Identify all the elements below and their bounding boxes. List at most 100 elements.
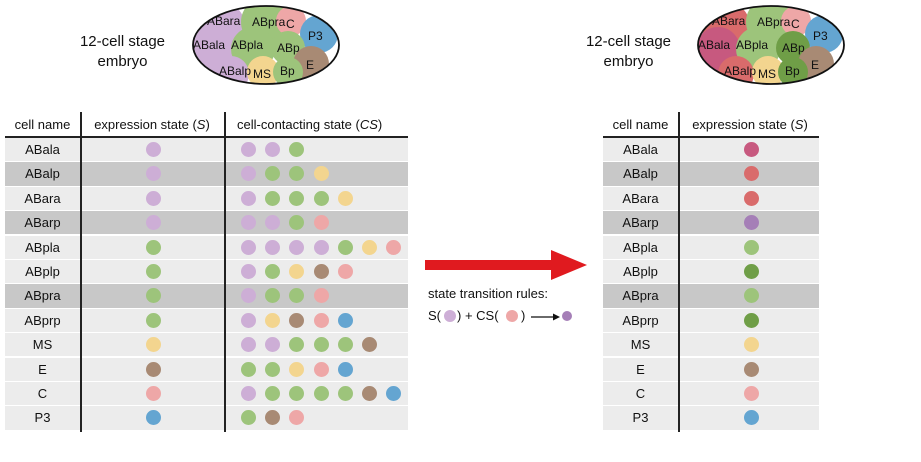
rule-s-close: ) + CS( xyxy=(457,308,499,323)
rule-s-open: S( xyxy=(428,308,441,323)
left-column-divider-2 xyxy=(224,112,226,432)
expression-state-dot xyxy=(743,190,759,206)
embryo-cell-label: Bp xyxy=(785,64,800,78)
expression-state-dot xyxy=(743,264,759,280)
left-embryo-caption: 12-cell stage embryo xyxy=(60,32,185,72)
cell-name: P3 xyxy=(632,410,649,426)
contact-state-dot xyxy=(265,288,281,304)
contact-state-dot xyxy=(337,386,353,402)
contact-state-dot xyxy=(241,312,256,328)
embryo-cell-label: ABp xyxy=(782,41,805,55)
expression-state-dot xyxy=(743,166,759,182)
contact-state-dot xyxy=(362,239,377,255)
left-header-contact: cell-contacting state (CS) xyxy=(237,117,407,132)
expression-state-dot xyxy=(743,410,759,426)
embryo-cell-label: MS xyxy=(758,67,776,81)
contact-state-dot xyxy=(265,190,281,206)
contact-state-dot xyxy=(265,264,281,280)
table-row: ABpra xyxy=(603,284,819,308)
contact-state-dot xyxy=(313,288,329,304)
table-row: E xyxy=(5,357,408,381)
table-row: ABarp xyxy=(603,211,819,235)
table-row: MS xyxy=(603,333,819,357)
contact-state-dot xyxy=(289,264,305,280)
left-header-contact-var: CS xyxy=(359,117,378,132)
table-row: ABplp xyxy=(5,260,408,284)
expression-state-dot xyxy=(145,361,161,377)
contact-state-dot xyxy=(265,410,281,426)
embryo-cell-label: ABpla xyxy=(231,38,263,52)
table-row: ABala xyxy=(603,138,819,162)
table-row: ABara xyxy=(5,186,408,210)
embryo-cell xyxy=(778,57,808,84)
contact-state-dot xyxy=(289,386,305,402)
contact-state-dot xyxy=(265,361,281,377)
contact-state-dot xyxy=(313,337,329,353)
cell-name: ABara xyxy=(622,190,659,206)
embryo-cell xyxy=(752,56,784,84)
transition-arrow xyxy=(425,250,587,280)
right-header-expression-var: S xyxy=(794,117,804,132)
contact-state-dot xyxy=(289,288,305,304)
table-row: ABpra xyxy=(5,284,408,308)
cell-name: ABala xyxy=(623,142,658,157)
expression-state-dot xyxy=(743,312,759,328)
table-row: ABarp xyxy=(5,211,408,235)
embryo-cell xyxy=(781,6,811,36)
contact-state-dot xyxy=(337,337,353,353)
contact-state-dot xyxy=(386,239,402,255)
cell-name: ABprp xyxy=(24,312,61,328)
left-column-divider-1 xyxy=(80,112,82,432)
left-header-expression-post: ) xyxy=(205,117,210,132)
contact-state-dot xyxy=(241,288,256,304)
contact-state-dot xyxy=(337,264,353,280)
rule-cs-dot xyxy=(506,310,518,322)
contact-state-dot xyxy=(265,386,281,402)
rule-cs-close: ) xyxy=(521,308,526,323)
expression-state-dot xyxy=(145,239,161,255)
right-header-expression-post: ) xyxy=(803,117,808,132)
cell-name: ABara xyxy=(24,190,61,206)
right-header-divider xyxy=(603,136,819,138)
contact-state-dot xyxy=(289,215,305,231)
left-header-expression: expression state (S) xyxy=(82,117,222,132)
rules-title: state transition rules: xyxy=(428,286,548,301)
table-row: ABplp xyxy=(603,260,819,284)
contact-state-dot xyxy=(241,239,256,255)
expression-state-dot xyxy=(743,288,759,304)
contact-state-dot xyxy=(265,337,281,353)
right-header-expression-pre: expression state ( xyxy=(692,117,795,132)
rule-arrow-icon xyxy=(531,313,560,321)
embryo-cell-label: Bp xyxy=(280,64,295,78)
expression-state-dot xyxy=(743,239,759,255)
table-row: ABpla xyxy=(5,235,408,259)
cell-name: ABplp xyxy=(623,264,658,279)
left-header-expression-pre: expression state ( xyxy=(94,117,197,132)
contact-state-dot xyxy=(289,239,305,255)
left-caption-line1: 12-cell stage xyxy=(79,33,166,50)
contact-state-dot xyxy=(241,337,256,353)
expression-state-dot xyxy=(145,288,161,304)
table-row: E xyxy=(603,357,819,381)
table-row: P3 xyxy=(603,406,819,430)
contact-state-dot xyxy=(289,312,305,328)
cell-name: ABpla xyxy=(25,239,60,255)
expression-state-dot xyxy=(743,337,759,353)
right-column-divider xyxy=(678,112,680,432)
right-caption-line2: embryo xyxy=(603,53,654,70)
table-row: ABala xyxy=(5,138,408,162)
table-row: ABpla xyxy=(603,235,819,259)
embryo-cell-label: E xyxy=(306,58,314,72)
contact-state-dot xyxy=(362,386,377,402)
embryo-cell-label: ABalp xyxy=(724,64,756,78)
left-header-expression-var: S xyxy=(196,117,206,132)
contact-state-dot xyxy=(289,337,305,353)
contact-state-dot xyxy=(386,386,402,402)
table-row: ABprp xyxy=(5,308,408,332)
cell-name: ABplp xyxy=(25,264,60,279)
cell-name: ABalp xyxy=(623,166,658,182)
cell-name: ABpla xyxy=(623,239,658,255)
left-header-contact-post: ) xyxy=(377,117,383,132)
